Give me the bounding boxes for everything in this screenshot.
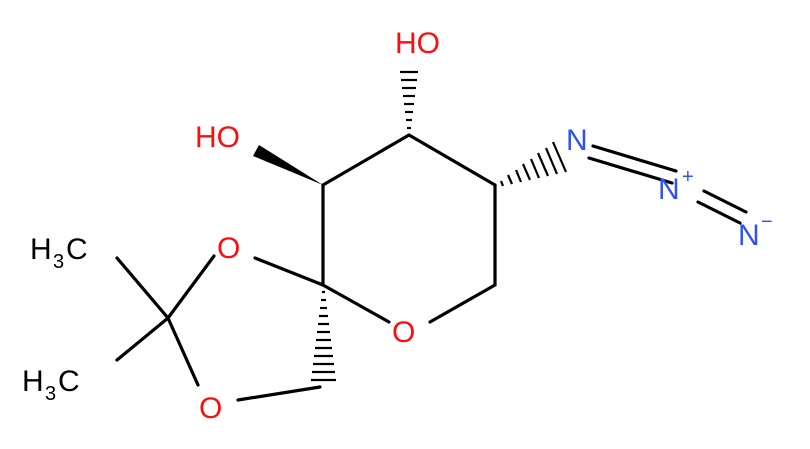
bond-layer	[115, 70, 748, 402]
methyl-lower-c: C	[58, 365, 80, 398]
bond-cq-methyl-lower	[115, 316, 170, 362]
label-layer: HO HO O O O N N + N − H 3 C H 3 C	[22, 27, 773, 425]
bond-o-upper-cq	[166, 254, 216, 320]
hash-bond-c4-oh	[400, 70, 418, 130]
bond-n1-n2-b	[587, 156, 674, 185]
azide-n3-label: N	[738, 219, 760, 252]
oh-left-label: HO	[195, 121, 240, 154]
azide-n3-charge: −	[761, 211, 773, 233]
bond-c4-c5	[407, 133, 497, 187]
azide-n2-charge: +	[682, 166, 694, 188]
oxygen-dioxolane-lower-label: O	[199, 392, 222, 425]
bond-c2-o-upper	[253, 256, 325, 287]
bond-cq-o-lower	[166, 316, 200, 387]
bond-c3-c4	[321, 133, 411, 187]
methyl-lower-h: H	[22, 365, 44, 398]
methyl-upper-h: H	[30, 233, 52, 266]
azide-n2-label: N	[658, 173, 680, 206]
methyl-upper-subscript: 3	[53, 251, 64, 273]
bond-o-lower-c1	[236, 385, 322, 402]
bond-cq-methyl-upper	[115, 256, 170, 320]
oh-top-label: HO	[395, 27, 440, 60]
methyl-upper-c: C	[66, 233, 88, 266]
bond-n2-n3-a	[702, 189, 748, 214]
bond-c6-o-ring	[428, 283, 497, 324]
hash-bond-c5-n1	[499, 141, 568, 187]
azide-n1-label: N	[566, 124, 588, 157]
methyl-lower-subscript: 3	[45, 383, 56, 405]
oxygen-ring-label: O	[392, 316, 415, 349]
bond-n2-n3-b	[696, 200, 742, 225]
hash-bond-c2-c1	[311, 290, 336, 382]
bond-o-ring-c2	[321, 283, 391, 324]
oxygen-dioxolane-upper-label: O	[217, 232, 240, 265]
wedge-bond-c3-oh	[253, 145, 323, 185]
bond-n1-n2-a	[591, 144, 678, 173]
